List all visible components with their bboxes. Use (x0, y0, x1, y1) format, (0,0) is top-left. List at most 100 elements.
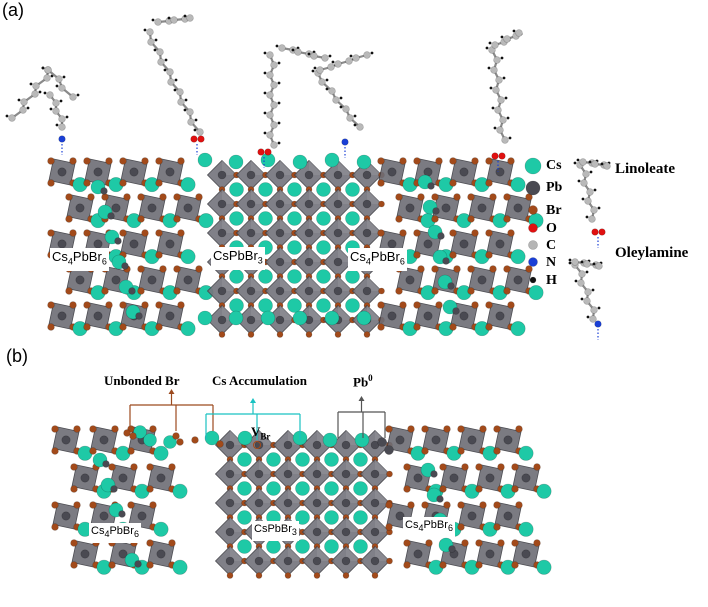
br-atom (159, 265, 167, 273)
br-atom (395, 215, 403, 223)
pb-atom (370, 556, 380, 566)
pb-atom (102, 460, 110, 468)
br-atom (395, 193, 403, 201)
pb0-bracket-arrow (358, 396, 365, 401)
pb-atom (521, 549, 531, 559)
br-atom (141, 301, 149, 309)
legend-label-o: O (546, 221, 557, 236)
c-atom (186, 14, 194, 22)
br-atom (146, 539, 154, 547)
pb-atom (217, 228, 227, 238)
c-atom (584, 197, 592, 205)
pb-atom (341, 498, 351, 508)
c-atom (492, 86, 500, 94)
br-atom (457, 425, 465, 433)
br-atom (399, 301, 407, 309)
h-atom (485, 46, 489, 50)
c-atom (166, 68, 174, 76)
br-atom (137, 215, 145, 223)
br-atom (471, 229, 479, 237)
br-atom (461, 463, 469, 471)
cs-atom (258, 211, 273, 226)
pb-atom (387, 311, 397, 321)
h-atom (174, 78, 178, 82)
c-atom (58, 123, 66, 131)
c-atom (52, 107, 60, 115)
br-atom (511, 463, 519, 471)
c-atom (328, 87, 336, 95)
pb-atom (254, 469, 264, 479)
br-atom (129, 432, 137, 440)
cs-atom (345, 298, 360, 313)
br-atom (403, 539, 411, 547)
br-atom (123, 429, 131, 437)
c-atom (345, 57, 353, 65)
h-atom (163, 68, 167, 72)
pb-atom (503, 435, 513, 445)
cs-atom (143, 433, 157, 447)
octahedron-face (230, 459, 245, 474)
br-atom (65, 193, 73, 201)
br-atom (108, 463, 116, 471)
octahedron-face (251, 218, 266, 233)
octahedron-face (251, 276, 266, 291)
c-atom (20, 98, 28, 106)
br-atom (146, 485, 154, 493)
br-atom (431, 265, 439, 273)
br-atom (399, 157, 407, 165)
carbon-backbone (11, 69, 50, 119)
h-atom (580, 260, 584, 264)
br-atom (489, 193, 497, 201)
h-atom (151, 18, 155, 22)
annotation-brackets (129, 389, 386, 440)
pb-atom (275, 315, 285, 325)
h-atom (263, 131, 267, 135)
octahedron-face (280, 160, 295, 175)
c-atom (356, 123, 364, 131)
octahedron-face (259, 459, 274, 474)
c-atom (31, 90, 39, 98)
c-atom (196, 128, 204, 136)
pb-atom (246, 315, 256, 325)
h-atom (153, 48, 157, 52)
br-atom (176, 438, 184, 446)
cs-atom (324, 310, 340, 326)
c-atom (496, 126, 504, 134)
br-atom (69, 157, 77, 165)
c-atom (579, 158, 587, 166)
br-atom (305, 331, 313, 338)
h-atom (164, 58, 168, 62)
br-atom (378, 200, 385, 208)
br-atom (65, 215, 73, 223)
c-atom (52, 99, 60, 107)
br-atom (149, 501, 157, 509)
cs-atom (258, 298, 273, 313)
pb-atom (275, 257, 285, 267)
legend-label-oleylamine: Oleylamine (615, 245, 689, 261)
o-atom (264, 148, 272, 156)
br-atom (177, 301, 185, 309)
br-atom (146, 463, 154, 471)
pb-atom (111, 275, 121, 285)
h-atom (313, 66, 317, 70)
pb-atom (333, 257, 343, 267)
cs-atom (295, 452, 310, 467)
br-atom (453, 265, 461, 273)
br-atom (127, 447, 135, 455)
pb-atom (107, 212, 115, 220)
h-atom (580, 297, 584, 301)
cs-atom (345, 211, 360, 226)
h-atom (263, 51, 267, 55)
cs-atom (237, 481, 252, 496)
cs-atom (229, 182, 244, 197)
br-atom (467, 265, 475, 273)
br-atom (177, 157, 185, 165)
octahedron-face (222, 160, 237, 175)
h-atom (488, 41, 492, 45)
pb-atom (477, 275, 487, 285)
legend-label-c: C (546, 238, 557, 253)
pb-atom (61, 511, 71, 521)
c-atom (495, 76, 503, 84)
cs-atom (258, 182, 273, 197)
o-atom (498, 152, 506, 160)
